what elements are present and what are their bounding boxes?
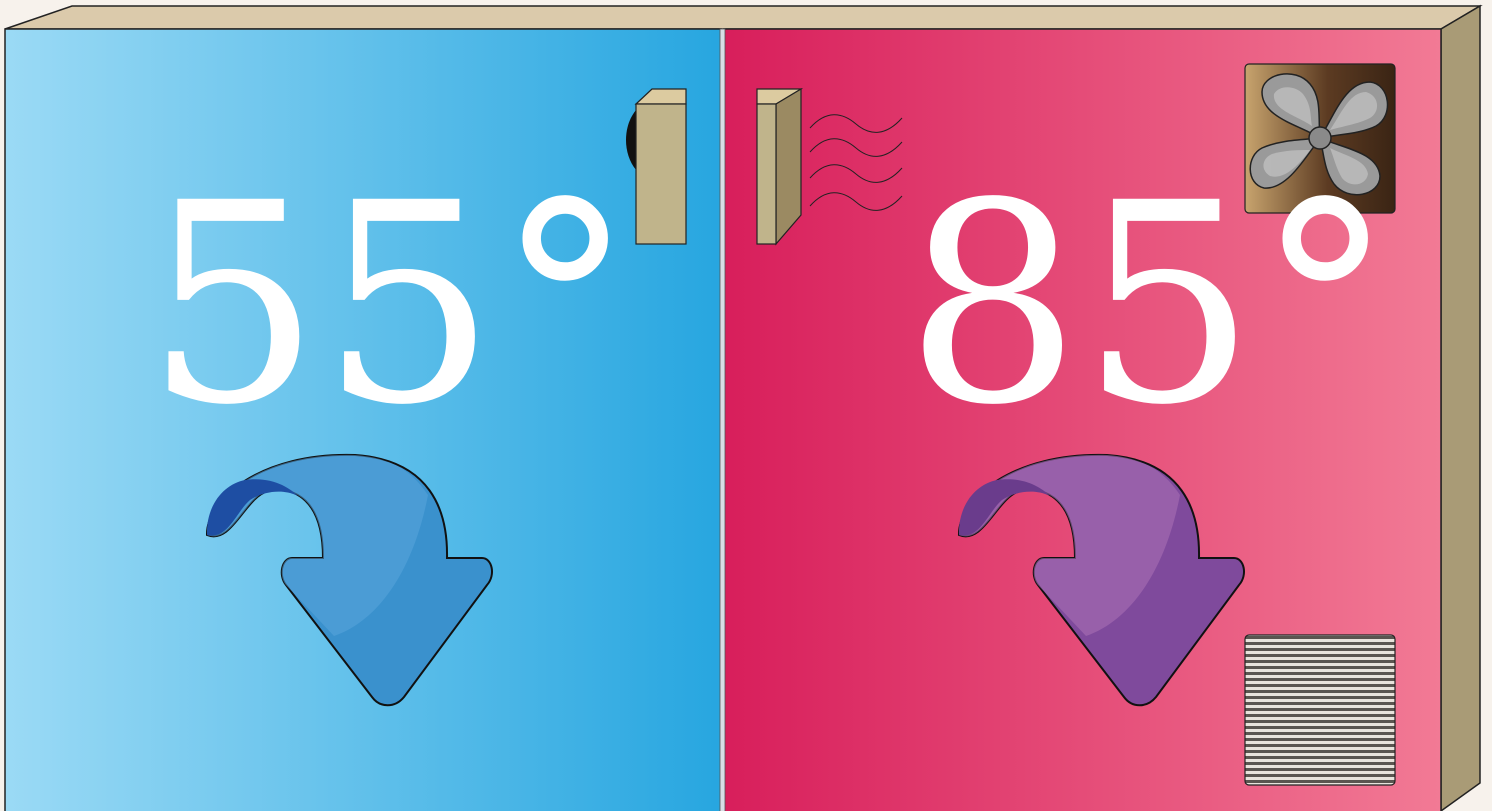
divider-wall xyxy=(720,29,725,811)
cold-temperature-label: 55° xyxy=(145,145,634,466)
vent-grille-icon xyxy=(1245,635,1395,785)
heater-icon xyxy=(757,89,801,244)
hot-temperature-label: 85° xyxy=(905,145,1394,466)
box-side-face xyxy=(1441,6,1480,811)
box-top-face xyxy=(5,6,1480,29)
